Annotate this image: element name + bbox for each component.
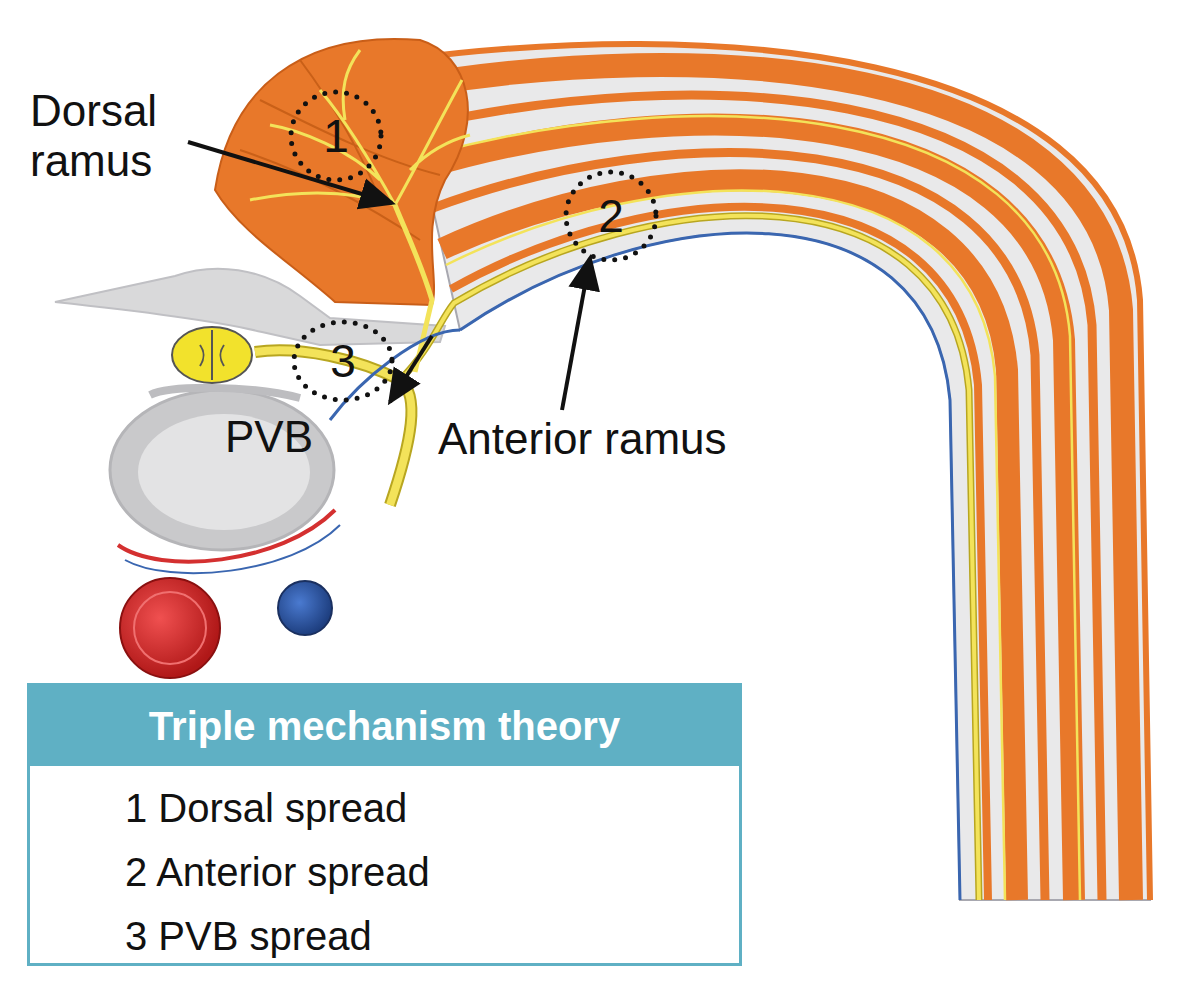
- great-vessels: [120, 578, 332, 678]
- leader-arrows-part: [390, 336, 432, 402]
- pleura-lines: [118, 330, 460, 573]
- legend-heading: Triple mechanism theory: [30, 686, 739, 766]
- nerves-part: [250, 50, 470, 205]
- erector-spinae-muscle-part: [215, 39, 468, 305]
- vertebra-part: [150, 388, 300, 398]
- legend-items: 1 Dorsal spread2 Anterior spread3 PVB sp…: [30, 766, 739, 968]
- great-vessels-part: [134, 592, 206, 664]
- legend-entry: 2 Anterior spread: [30, 840, 739, 904]
- callout-circle: 2: [562, 168, 660, 264]
- legend-entry: 3 PVB spread: [30, 904, 739, 968]
- callout-circle: 1: [287, 88, 385, 184]
- callout-number: 1: [287, 88, 385, 184]
- spinal-cord-part: [200, 330, 224, 380]
- legend-box: Triple mechanism theory1 Dorsal spread2 …: [27, 683, 742, 966]
- great-vessels-part: [120, 578, 220, 678]
- vertebra: [55, 269, 445, 550]
- callout-number: 3: [290, 318, 396, 404]
- leader-arrows: [188, 142, 590, 410]
- leader-arrows-part: [562, 258, 590, 410]
- pleura-lines-part: [118, 510, 335, 562]
- part-label: PVB: [225, 412, 345, 462]
- part-label: Anterior ramus: [438, 414, 798, 464]
- great-vessels-part: [278, 581, 332, 635]
- spinal-cord-part: [172, 327, 252, 383]
- part-label: Dorsal ramus: [30, 86, 220, 186]
- spinal-cord: [172, 327, 252, 383]
- pleura-lines-part: [125, 525, 340, 573]
- erector-spinae-muscle-part: [240, 60, 440, 240]
- callout-number: 2: [562, 168, 660, 264]
- callout-circle: 3: [290, 318, 396, 404]
- legend-entry: 1 Dorsal spread: [30, 776, 739, 840]
- erector-spinae-muscle: [215, 39, 468, 305]
